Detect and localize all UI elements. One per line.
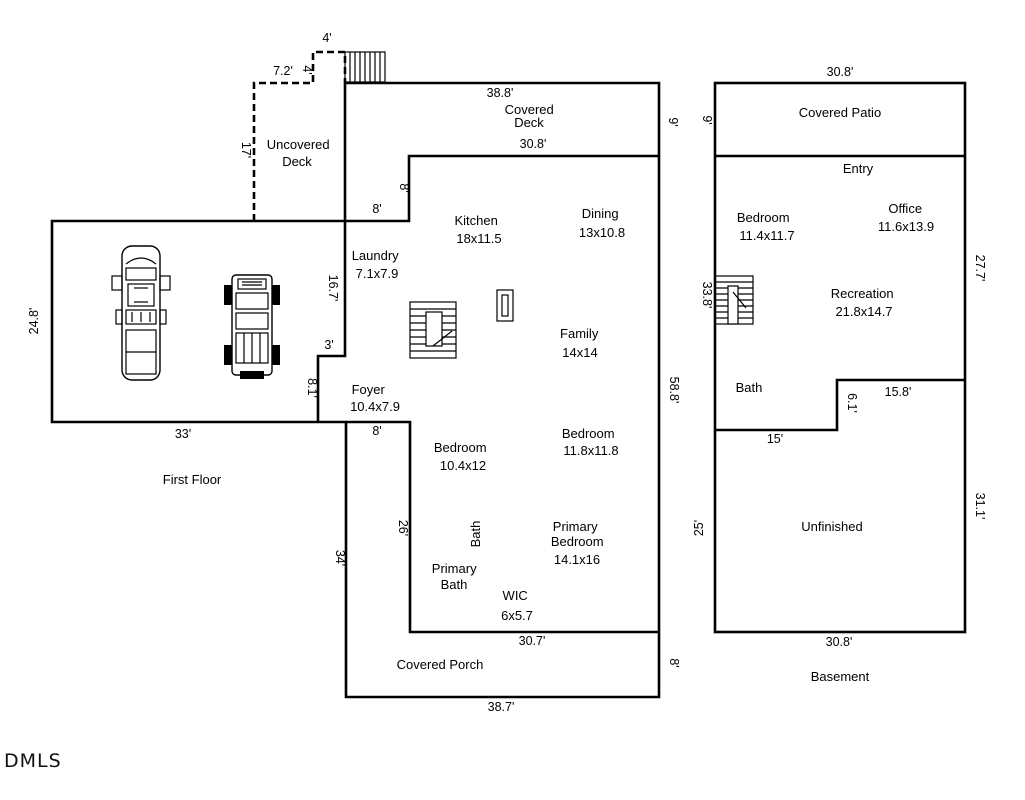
dim-deck-top: 4' xyxy=(322,31,331,45)
kitchen-island xyxy=(496,289,514,322)
dim-porch-bottom: 38.7' xyxy=(488,700,515,714)
dim-finished-right: 27.7' xyxy=(973,255,987,282)
truck-icon xyxy=(111,245,171,381)
dining-label: Dining 13x10.8 xyxy=(579,206,625,240)
dim-foyer-jog: 8' xyxy=(372,424,381,438)
dim-house-depth: 58.8' xyxy=(667,377,681,404)
dim-laundry-wall: 16.7' xyxy=(326,275,340,302)
dim-covered-deck-inner: 30.8' xyxy=(520,137,547,151)
dim-bedroom-wing: 26' xyxy=(396,520,410,536)
covered-patio-label: Covered Patio xyxy=(799,105,881,120)
dim-basement-bottom: 30.8' xyxy=(826,635,853,649)
first-floor-label: First Floor xyxy=(163,472,222,487)
dim-jog-vertical: 6.1' xyxy=(845,393,859,413)
deck-stairs xyxy=(344,51,386,83)
dim-unfinished-left: 25' xyxy=(692,520,706,536)
dim-patio-left: 9' xyxy=(700,115,714,124)
primary-bath-label: Primary Bath xyxy=(432,561,480,592)
basement-bedroom-label: Bedroom 11.4x11.7 xyxy=(737,210,795,243)
first-floor-plan: Uncovered Deck Covered Deck Kitchen 18x1… xyxy=(27,31,681,714)
dim-deck-step-height: 4' xyxy=(300,65,314,74)
laundry-label: Laundry 7.1x7.9 xyxy=(352,248,403,281)
bedroom-b-label: Bedroom 11.8x11.8 xyxy=(562,426,619,458)
dim-garage-width: 33' xyxy=(175,427,191,441)
office-label: Office 11.6x13.9 xyxy=(878,201,934,234)
dim-unfinished-right: 31.1' xyxy=(973,493,987,520)
dim-covered-deck-top: 38.8' xyxy=(487,86,514,100)
basement-label: Basement xyxy=(811,669,870,684)
dim-kitchen-jog-v: 8' xyxy=(397,183,411,192)
dim-foyer-wall: 8.1' xyxy=(305,378,319,398)
dim-deck-height: 17' xyxy=(239,142,253,158)
covered-porch-label: Covered Porch xyxy=(397,657,484,672)
dim-garage-jog: 3' xyxy=(324,338,333,352)
dim-porch-depth: 8' xyxy=(667,658,681,667)
dim-left-wall: 34' xyxy=(333,550,347,566)
basement-plan: Covered Patio Entry Bedroom 11.4x11.7 Of… xyxy=(692,65,987,684)
dim-finished-left: 33.8' xyxy=(700,282,714,309)
primary-bedroom-label: Primary Bedroom 14.1x16 xyxy=(551,519,607,567)
covered-deck-wall xyxy=(345,154,659,223)
dim-porch-inner: 30.7' xyxy=(519,634,546,648)
family-label: Family 14x14 xyxy=(560,326,602,360)
basement-outer-wall xyxy=(713,81,967,634)
dim-basement-top: 30.8' xyxy=(827,65,854,79)
mls-watermark: DMLS xyxy=(4,750,62,772)
uncovered-deck-label: Uncovered Deck xyxy=(267,137,334,169)
unfinished-wall xyxy=(715,378,965,432)
dim-covered-deck-depth: 9' xyxy=(666,117,680,126)
dim-garage-depth: 24.8' xyxy=(27,308,41,335)
entry-label: Entry xyxy=(843,161,874,176)
covered-deck-label: Covered Deck xyxy=(505,102,558,130)
basement-stairs xyxy=(714,275,754,325)
jeep-icon xyxy=(224,274,280,379)
dim-jog-left: 15' xyxy=(767,432,783,446)
kitchen-label: Kitchen 18x11.5 xyxy=(455,213,502,246)
bath-label: Bath xyxy=(468,521,483,548)
dim-kitchen-jog-h: 8' xyxy=(372,202,381,216)
foyer-label: Foyer 10.4x7.9 xyxy=(350,382,400,414)
dim-deck-step-width: 7.2' xyxy=(273,64,293,78)
basement-bath-label: Bath xyxy=(736,380,763,395)
garage-wall xyxy=(50,81,661,699)
wic-label: WIC 6x5.7 xyxy=(501,588,533,623)
bedroom-wing-wall xyxy=(346,420,659,634)
unfinished-label: Unfinished xyxy=(801,519,862,534)
dim-jog-right: 15.8' xyxy=(885,385,912,399)
interior-stairs xyxy=(409,301,457,359)
recreation-label: Recreation 21.8x14.7 xyxy=(831,286,898,319)
bedroom-a-label: Bedroom 10.4x12 xyxy=(434,440,490,473)
